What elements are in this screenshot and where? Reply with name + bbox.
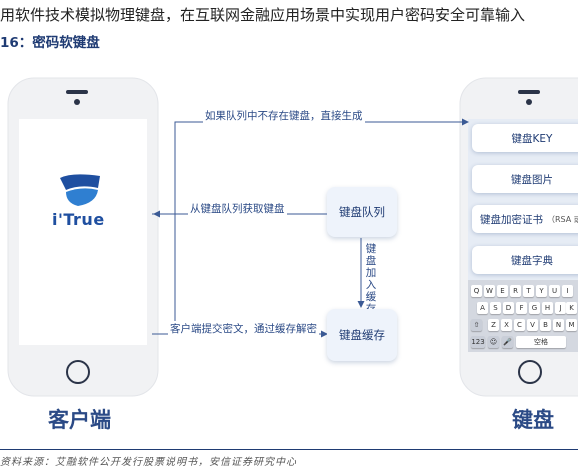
key: M: [566, 319, 577, 331]
key: C: [514, 319, 525, 331]
label-generate-directly: 如果队列中不存在键盘，直接生成: [203, 108, 365, 123]
source-note: 资料来源：艾融软件公开发行股票说明书，安信证券研究中心: [0, 457, 297, 468]
space-key: 空格: [516, 336, 566, 348]
key: V: [527, 319, 538, 331]
mic-icon: 🎤: [502, 336, 513, 348]
key: H: [542, 302, 553, 314]
key: W: [484, 285, 495, 297]
key: D: [503, 302, 514, 314]
key: X: [501, 319, 512, 331]
footer-divider: [0, 449, 578, 450]
key: Z: [488, 319, 499, 331]
key: T: [523, 285, 534, 297]
itrue-logo-icon: [60, 174, 100, 206]
key: U: [549, 285, 560, 297]
key: B: [540, 319, 551, 331]
keyboard-cache-node: 键盘缓存: [327, 309, 397, 361]
numbers-key: 123: [471, 336, 485, 348]
key: R: [510, 285, 521, 297]
key: Y: [536, 285, 547, 297]
figure-title: 16：密码软键盘: [0, 35, 100, 51]
shift-key: ⇧: [471, 319, 482, 331]
key: G: [529, 302, 540, 314]
key: S: [490, 302, 501, 314]
key: Q: [471, 285, 482, 297]
keyboard-item-key: 键盘KEY: [472, 124, 578, 152]
keyboard-queue-node: 键盘队列: [327, 187, 397, 237]
key: A: [477, 302, 488, 314]
emoji-key: ☺: [488, 336, 499, 348]
key: K: [566, 302, 577, 314]
flow-lines: [152, 118, 469, 338]
key: J: [555, 302, 566, 314]
keyboard-label: 键盘: [512, 408, 554, 432]
key: F: [516, 302, 527, 314]
itrue-logo-text: i'True: [52, 210, 105, 229]
key: N: [553, 319, 564, 331]
keyboard-item-cert: 键盘加密证书（RSA 或 S: [472, 205, 578, 233]
keyboard-item-image: 键盘图片: [472, 165, 578, 193]
client-phone: [7, 77, 159, 397]
label-get-from-queue: 从键盘队列获取键盘: [188, 201, 287, 216]
intro-text: 用软件技术模拟物理键盘，在互联网金融应用场景中实现用户密码安全可靠输入: [0, 6, 526, 24]
keyboard-item-dictionary: 键盘字典: [472, 246, 578, 274]
label-add-to-cache: 键盘加入缓存: [365, 243, 377, 315]
label-submit-ciphertext: 客户端提交密文，通过缓存解密: [168, 321, 319, 336]
client-label: 客户端: [48, 408, 111, 432]
key: E: [497, 285, 508, 297]
key: I: [562, 285, 573, 297]
